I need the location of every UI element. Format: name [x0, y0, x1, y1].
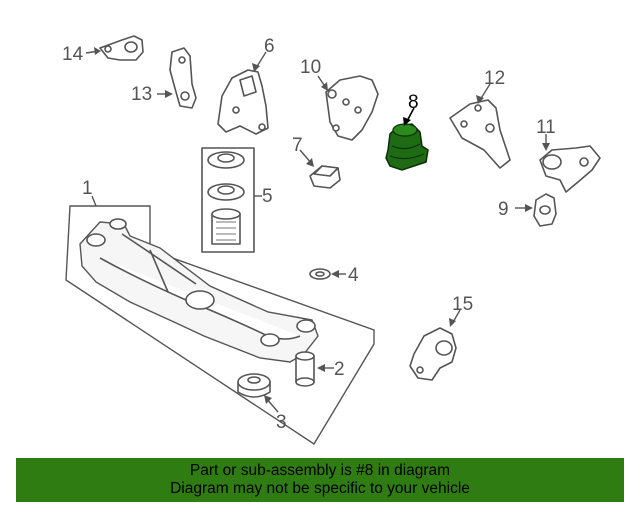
part-12-bracket[interactable] — [449, 99, 511, 169]
part-4-washer[interactable] — [309, 268, 331, 280]
callout-15: 15 — [452, 294, 473, 315]
banner-line-2: Diagram may not be specific to your vehi… — [170, 480, 470, 497]
banner-line-1: Part or sub-assembly is #8 in diagram — [189, 462, 451, 479]
info-banner: Part or sub-assembly is #8 in diagram Di… — [16, 458, 624, 502]
callout-10: 10 — [300, 57, 321, 78]
part-7-block[interactable] — [309, 165, 341, 189]
callout-12: 12 — [484, 68, 505, 89]
callout-4: 4 — [348, 265, 359, 286]
callout-13: 13 — [131, 84, 152, 105]
callout-11: 11 — [536, 117, 556, 138]
callout-2: 2 — [334, 359, 345, 380]
part-14-bracket[interactable] — [99, 35, 144, 61]
callout-6: 6 — [264, 36, 275, 57]
callout-9: 9 — [498, 199, 509, 220]
part-6-bracket[interactable] — [217, 69, 269, 135]
callout-3: 3 — [276, 412, 287, 433]
part-5-kit[interactable] — [201, 147, 255, 253]
callout-7: 7 — [292, 135, 303, 156]
part-9-mount[interactable] — [533, 193, 557, 227]
part-2-bushing[interactable] — [295, 351, 315, 387]
callout-1: 1 — [82, 178, 93, 199]
part-8-engine-mount[interactable] — [385, 123, 429, 171]
part-13-bracket[interactable] — [169, 47, 197, 109]
part-11-mount[interactable] — [539, 145, 601, 193]
callout-14: 14 — [62, 44, 84, 65]
callout-5: 5 — [262, 186, 273, 207]
callout-8: 8 — [408, 92, 419, 113]
part-10-bracket[interactable] — [325, 75, 379, 141]
part-15-mount[interactable] — [409, 327, 457, 381]
part-3-mount[interactable] — [237, 373, 271, 398]
